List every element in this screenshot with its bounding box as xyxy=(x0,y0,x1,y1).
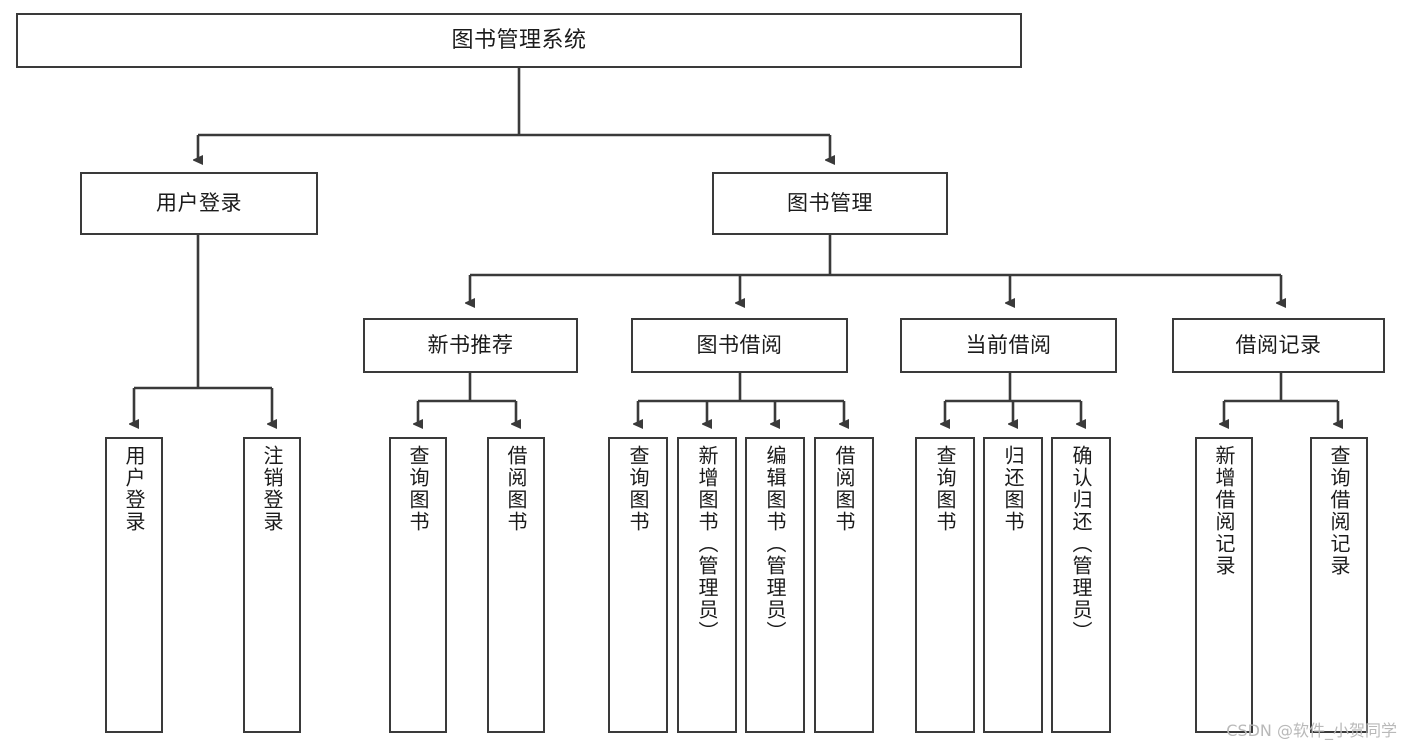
node-book-borrow[interactable]: 图书借阅 xyxy=(631,318,848,373)
node-label: 借阅图书 xyxy=(504,445,528,533)
node-label: 用户登录 xyxy=(156,191,242,216)
node-label: 新增图书（管理员） xyxy=(695,445,719,643)
node-user-login[interactable]: 用户登录 xyxy=(80,172,318,235)
leaf-book-borrow-add-book-admin[interactable]: 新增图书（管理员） xyxy=(677,437,737,733)
node-label: 查询借阅记录 xyxy=(1327,445,1351,577)
node-label: 图书管理系统 xyxy=(451,27,587,53)
leaf-borrow-record-query-record[interactable]: 查询借阅记录 xyxy=(1310,437,1368,733)
leaf-current-borrow-query-book[interactable]: 查询图书 xyxy=(915,437,975,733)
node-label: 图书管理 xyxy=(787,191,873,216)
node-label: 图书借阅 xyxy=(696,333,783,358)
node-book-management[interactable]: 图书管理 xyxy=(712,172,948,235)
node-label: 当前借阅 xyxy=(965,333,1052,358)
node-label: 借阅记录 xyxy=(1235,333,1322,358)
node-new-book-recommend[interactable]: 新书推荐 xyxy=(363,318,578,373)
leaf-new-book-query-book[interactable]: 查询图书 xyxy=(389,437,447,733)
node-label: 借阅图书 xyxy=(832,445,856,533)
node-borrow-record[interactable]: 借阅记录 xyxy=(1172,318,1385,373)
node-label: 查询图书 xyxy=(406,445,430,533)
node-root-book-management-system[interactable]: 图书管理系统 xyxy=(16,13,1022,68)
node-label: 编辑图书（管理员） xyxy=(763,445,787,643)
leaf-book-borrow-edit-book-admin[interactable]: 编辑图书（管理员） xyxy=(745,437,805,733)
leaf-new-book-borrow-book[interactable]: 借阅图书 xyxy=(487,437,545,733)
node-label: 新书推荐 xyxy=(427,333,514,358)
node-label: 归还图书 xyxy=(1001,445,1025,533)
node-label: 用户登录 xyxy=(122,445,146,533)
node-label: 确认归还（管理员） xyxy=(1069,445,1093,643)
node-label: 查询图书 xyxy=(933,445,957,533)
leaf-book-borrow-borrow-book[interactable]: 借阅图书 xyxy=(814,437,874,733)
leaf-current-borrow-return-book[interactable]: 归还图书 xyxy=(983,437,1043,733)
node-label: 注销登录 xyxy=(260,445,284,533)
leaf-book-borrow-query-book[interactable]: 查询图书 xyxy=(608,437,668,733)
csdn-watermark: CSDN @软件_小贺同学 xyxy=(1226,721,1397,740)
leaf-user-login-logout[interactable]: 注销登录 xyxy=(243,437,301,733)
node-label: 查询图书 xyxy=(626,445,650,533)
node-label: 新增借阅记录 xyxy=(1212,445,1236,577)
node-current-borrow[interactable]: 当前借阅 xyxy=(900,318,1117,373)
leaf-borrow-record-add-record[interactable]: 新增借阅记录 xyxy=(1195,437,1253,733)
leaf-user-login-login[interactable]: 用户登录 xyxy=(105,437,163,733)
leaf-current-borrow-confirm-return-admin[interactable]: 确认归还（管理员） xyxy=(1051,437,1111,733)
